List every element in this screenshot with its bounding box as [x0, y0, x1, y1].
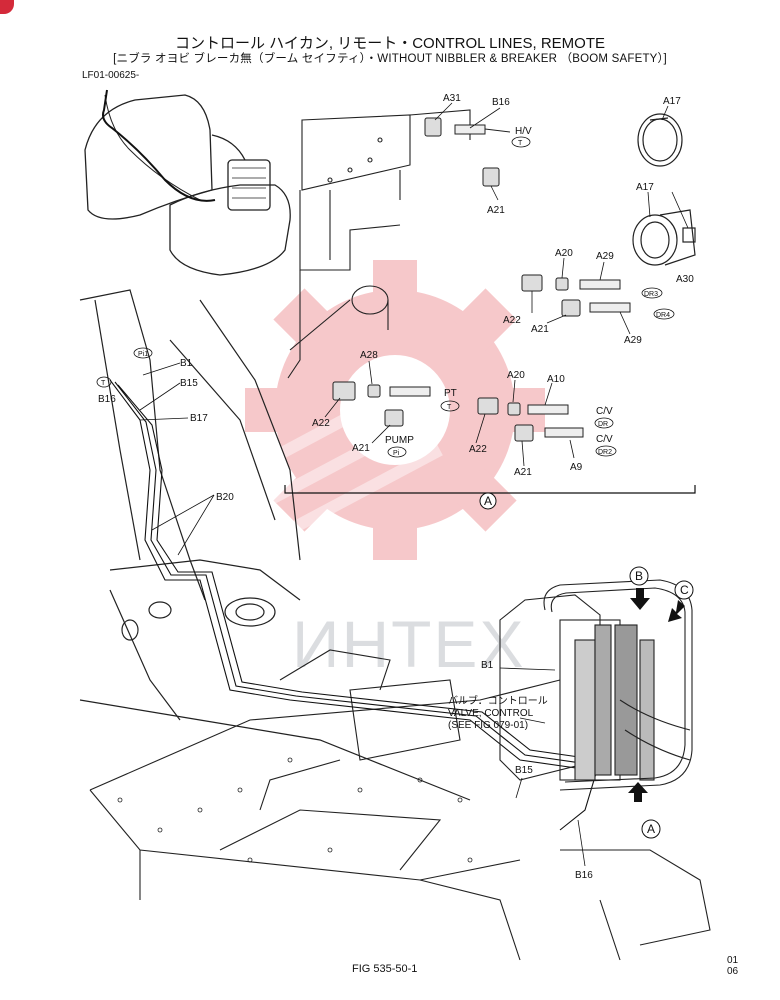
tag-dr2: DR2	[598, 449, 612, 456]
label-b16-top: B16	[492, 97, 510, 108]
label-a21-left: A21	[352, 443, 370, 454]
label-cv-2: C/V	[596, 434, 613, 445]
tag-t-top: T	[518, 140, 523, 147]
label-a21-right: A21	[531, 324, 549, 335]
label-a9: A9	[570, 462, 583, 473]
callout-a-bottom: A	[647, 822, 655, 836]
label-valve-jp: バルブ．コントロール	[448, 694, 548, 707]
label-b1-left: B1	[180, 358, 193, 369]
callout-a-top: A	[484, 494, 492, 508]
boom-frame	[79, 289, 471, 801]
label-b15-bottom: B15	[515, 765, 533, 776]
label-valve-en: VALVE, CONTROL	[448, 708, 534, 719]
label-pump: PUMP	[385, 435, 414, 446]
diagram-title: コントロール ハイカン, リモート・CONTROL LINES, REMOTE	[174, 35, 605, 52]
tag-t-pt: T	[447, 404, 452, 411]
label-a21-top: A21	[487, 205, 505, 216]
label-a29-top: A29	[596, 251, 614, 262]
label-a31: A31	[443, 93, 461, 104]
label-a10: A10	[547, 374, 565, 385]
revision-bottom: 06	[727, 966, 739, 977]
label-a30: A30	[676, 274, 694, 285]
corner-tag	[0, 0, 14, 14]
label-a22-center: A22	[469, 444, 487, 455]
label-b20: B20	[216, 492, 234, 503]
label-b16-left: B16	[98, 394, 116, 405]
hose-end-a30	[632, 209, 696, 266]
label-a21-center: A21	[514, 467, 532, 478]
label-pt: PT	[444, 388, 457, 399]
label-b17: B17	[190, 413, 208, 424]
control-valve	[499, 579, 693, 791]
label-cv-1: C/V	[596, 406, 613, 417]
label-a22-right: A22	[503, 315, 521, 326]
label-a22-left: A22	[312, 418, 330, 429]
tag-t-left: T	[101, 380, 106, 387]
chassis-frame	[89, 649, 711, 961]
callout-c: C	[680, 583, 689, 597]
doc-reference: LF01-00625-	[82, 70, 140, 81]
tag-dr: DR	[598, 421, 608, 428]
label-b1-right: B1	[481, 660, 494, 671]
pointer-arrows	[628, 588, 685, 802]
tag-dr3: DR3	[644, 291, 658, 298]
cab-seat-assembly	[84, 94, 291, 276]
fittings	[332, 117, 631, 442]
diagram-subtitle: [ニブラ オヨビ ブレーカ無（ブーム セイフティ）・WITHOUT NIBBLE…	[113, 53, 667, 65]
label-b16-bottom: B16	[575, 870, 593, 881]
clamp-a17	[637, 113, 683, 167]
label-a29-bottom: A29	[624, 335, 642, 346]
tag-dr4: DR4	[656, 312, 670, 319]
control-lines	[109, 379, 601, 831]
revision-top: 01	[727, 955, 739, 966]
label-b15-left: B15	[180, 378, 198, 389]
callout-b: B	[635, 569, 643, 583]
tag-pi1: Pi1	[138, 351, 148, 358]
watermark-text: ИНТЕХ	[292, 607, 525, 681]
chassis-holes	[117, 757, 473, 863]
label-a17-mid: A17	[636, 182, 654, 193]
figure-number: FIG 535-50-1	[352, 963, 418, 975]
label-hv: H/V	[515, 126, 532, 137]
label-a28: A28	[360, 350, 378, 361]
label-valve-ref: (SEE FIG 079-01)	[448, 720, 528, 731]
label-a17-top: A17	[663, 96, 681, 107]
leader-lines	[139, 102, 689, 867]
label-a20-right: A20	[555, 248, 573, 259]
tag-pi-pump: Pi	[393, 450, 400, 457]
fitting-panel	[287, 109, 471, 379]
label-a20-center: A20	[507, 370, 525, 381]
port-tags: T DR3 DR4 T Pi DR DR2 Pi1 T	[96, 136, 675, 458]
harness-wire	[102, 89, 216, 202]
